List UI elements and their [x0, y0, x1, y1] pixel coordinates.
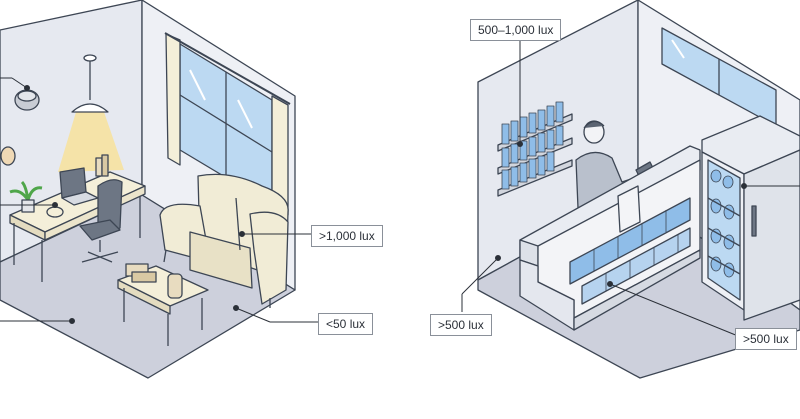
sofa: [159, 173, 289, 308]
office-floor-lux-label: <50 lux: [318, 313, 374, 335]
shelf-products: [501, 101, 564, 190]
office-window: [164, 32, 291, 216]
office-room: [0, 0, 318, 379]
wall-clock: [0, 146, 16, 166]
shop-room: [461, 0, 800, 379]
ceiling-detector: [14, 89, 40, 111]
drinks-fridge: [701, 115, 800, 321]
shop-callouts: [461, 40, 800, 337]
coffee-table: [117, 263, 209, 346]
wall-shelf-lux-label: 500–1,000 lux: [470, 19, 562, 41]
wall-shelf: [497, 101, 573, 197]
office-chair: [79, 179, 123, 263]
cash-register: [617, 185, 641, 233]
office-callouts: [0, 77, 318, 324]
counter-lux-label: >500 lux: [735, 328, 797, 350]
shop-floor-lux-label: >500 lux: [430, 314, 492, 336]
armchair-lux-label: >1,000 lux: [311, 225, 383, 247]
desk-plant: [9, 180, 43, 213]
